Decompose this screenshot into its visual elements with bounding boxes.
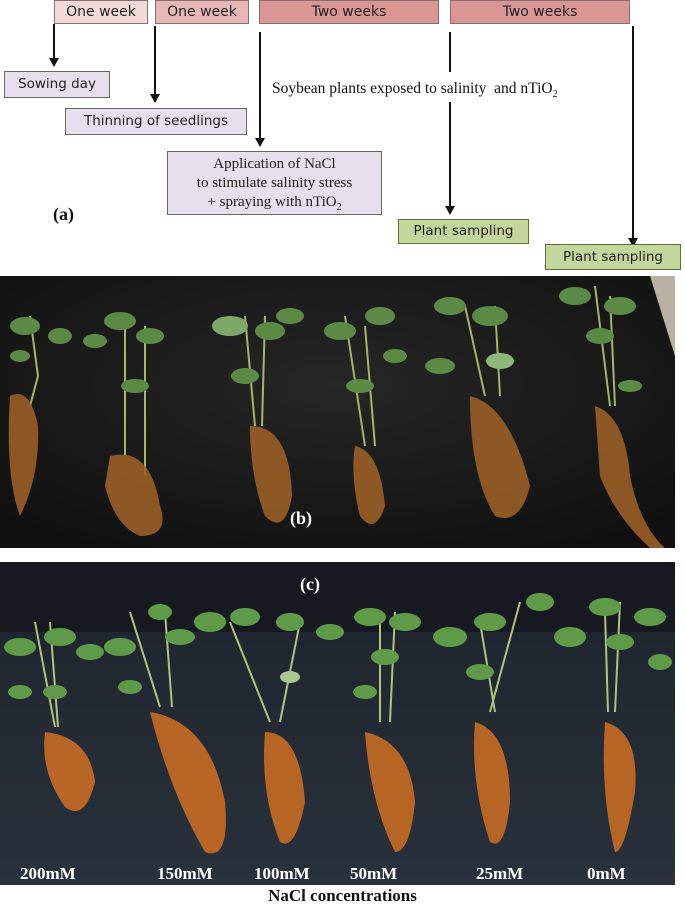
arrow-line <box>449 102 451 208</box>
arrow-down-icon <box>150 94 160 103</box>
arrow-down-icon <box>255 138 265 147</box>
concentration-label-0mM: 0mM <box>587 864 626 883</box>
arrow-line <box>449 32 451 72</box>
concentration-label-25mM: 25mM <box>476 864 524 883</box>
event-plant-sampling-1: Plant sampling <box>398 219 529 244</box>
photo-panel-b: (b) <box>0 276 675 548</box>
event-thinning: Thinning of seedlings <box>65 108 247 135</box>
period-label: One week <box>66 4 136 20</box>
photo-panel-c: (c) 200mM 150mM 100mM 50mM 25mM 0mM <box>0 562 675 885</box>
event-label-text: + spraying with nTiO <box>207 194 337 210</box>
concentration-label-200mM: 200mM <box>20 864 76 883</box>
arrow-down-icon <box>49 58 59 67</box>
event-label-line: + spraying with nTiO2 <box>168 193 381 217</box>
period-weeks-3-4: Two weeks <box>259 0 439 24</box>
soybean-plants-photo-c <box>0 562 675 885</box>
arrow-line <box>154 26 156 96</box>
subscript: 2 <box>552 89 558 101</box>
concentration-label-100mM: 100mM <box>254 864 310 883</box>
arrow-line <box>632 26 634 240</box>
arrow-down-icon <box>445 206 455 215</box>
panel-c-label: (c) <box>300 574 320 594</box>
event-plant-sampling-2: Plant sampling <box>545 244 681 270</box>
event-sowing-day: Sowing day <box>4 71 110 98</box>
soybean-plants-photo-b <box>0 276 675 548</box>
event-label-line: to stimulate salinity stress <box>196 175 353 191</box>
period-label: One week <box>167 4 237 20</box>
concentration-label-150mM: 150mM <box>157 864 213 883</box>
axis-caption: NaCl concentrations <box>268 886 417 905</box>
exposure-text: Soybean plants exposed to salinity and n… <box>272 80 553 97</box>
event-label: Plant sampling <box>563 249 663 265</box>
arrow-line <box>259 32 261 142</box>
arrow-line <box>53 24 55 60</box>
concentration-label-50mM: 50mM <box>350 864 398 883</box>
event-label: Plant sampling <box>413 223 514 239</box>
arrow-down-icon <box>628 238 638 247</box>
subscript: 2 <box>336 202 342 213</box>
event-label: Sowing day <box>18 76 96 92</box>
exposure-caption: Soybean plants exposed to salinity and n… <box>270 80 560 101</box>
period-weeks-5-6: Two weeks <box>450 0 630 24</box>
period-label: Two weeks <box>311 4 387 20</box>
panel-a-label: (a) <box>53 204 74 224</box>
event-label: Thinning of seedlings <box>83 113 228 129</box>
event-label-line: Application of NaCl <box>213 156 336 172</box>
panel-b-label: (b) <box>290 508 312 528</box>
period-label: Two weeks <box>502 4 578 20</box>
period-week-1: One week <box>54 0 148 24</box>
event-nacl-application: Application of NaCl to stimulate salinit… <box>167 151 382 215</box>
period-week-2: One week <box>155 0 249 24</box>
